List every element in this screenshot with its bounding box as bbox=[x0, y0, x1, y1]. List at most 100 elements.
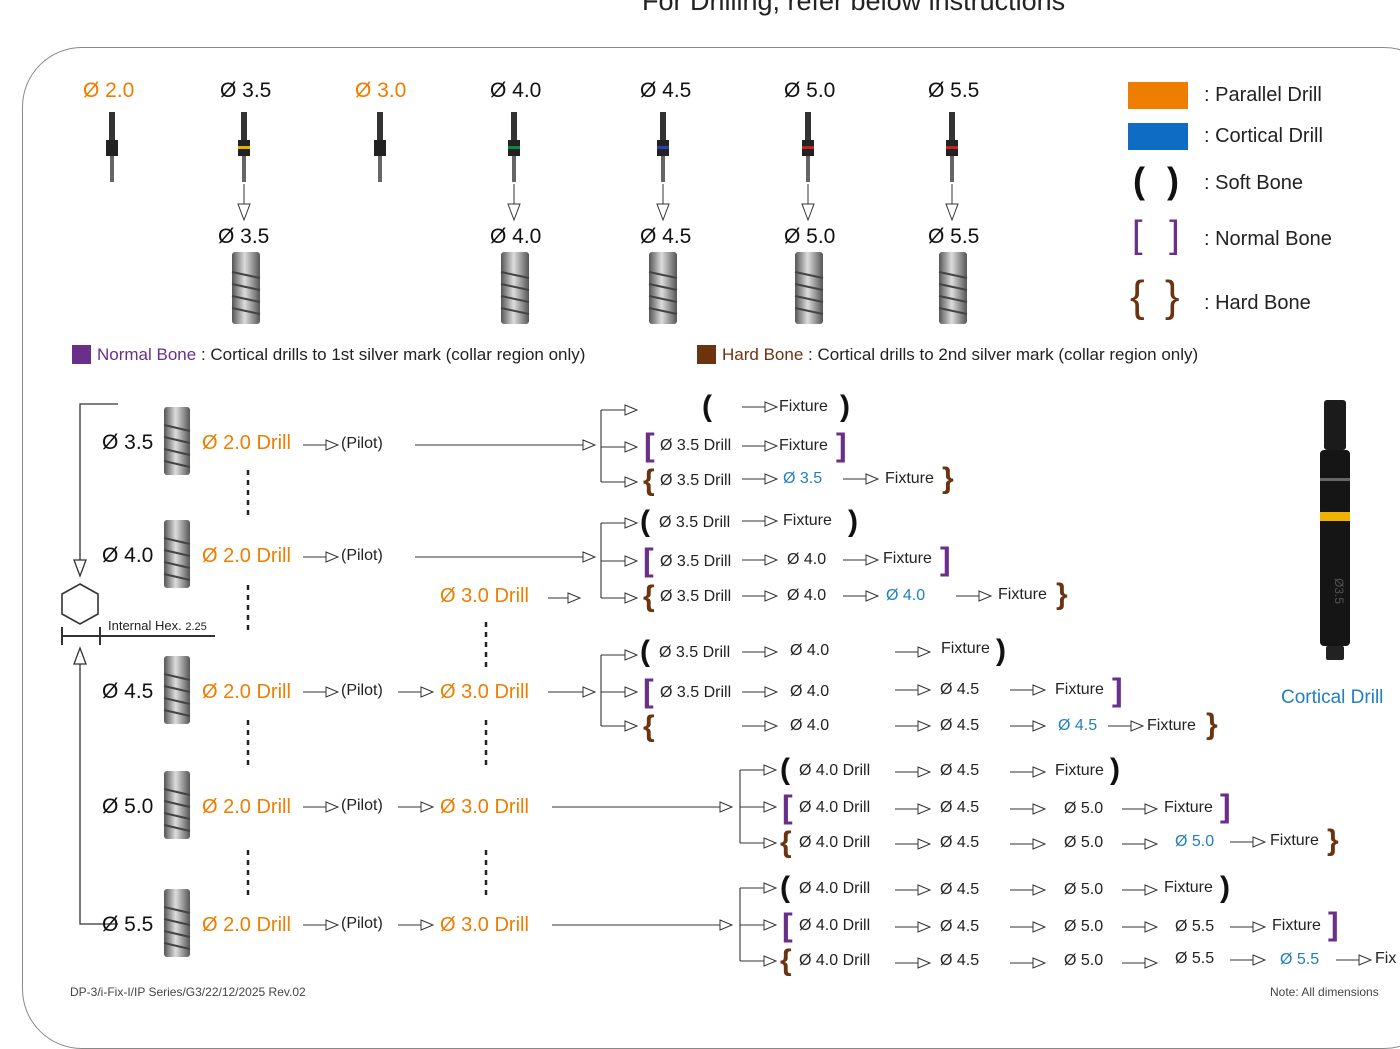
row-pilot-drill: Ø 2.0 Drill bbox=[202, 796, 291, 818]
seq-fixture: Fixture bbox=[779, 398, 828, 415]
normal-close: ] bbox=[836, 427, 847, 463]
top-drill-label: Ø 3.0 bbox=[355, 79, 407, 102]
legend-soft: : Soft Bone bbox=[1204, 172, 1303, 194]
soft-bone-symbol: ( ) bbox=[1133, 160, 1185, 201]
drill-image-4.5 bbox=[657, 112, 669, 182]
seq-drill: Ø 3.5 Drill bbox=[660, 588, 732, 605]
seq-drill: Ø 3.5 Drill bbox=[660, 553, 732, 570]
seq-d45: Ø 4.5 bbox=[940, 952, 980, 969]
soft-open: ( bbox=[640, 635, 650, 668]
drill-marking: Ø3.5 bbox=[1332, 578, 1346, 604]
top-fixture-label: Ø 5.5 bbox=[928, 225, 980, 248]
seq-cortical: Ø 5.5 bbox=[1280, 951, 1320, 968]
drill-image-5.0 bbox=[802, 112, 814, 182]
seq-fixture: Fixture bbox=[1164, 799, 1213, 816]
seq-d45: Ø 4.5 bbox=[940, 681, 980, 698]
normal-bone-symbol: [ ] bbox=[1132, 214, 1188, 256]
seq-fixture: Fixture bbox=[1055, 681, 1104, 698]
row-pilot-drill: Ø 2.0 Drill bbox=[202, 681, 291, 703]
top-fixture-label: Ø 4.5 bbox=[640, 225, 692, 248]
top-drill-label: Ø 4.5 bbox=[640, 79, 692, 102]
page-title: For Drilling, refer below instructions bbox=[642, 0, 1066, 16]
seq-fixture: Fixture bbox=[783, 512, 832, 529]
seq-d45: Ø 4.5 bbox=[940, 881, 980, 898]
parallel-drill-swatch bbox=[1128, 82, 1188, 109]
seq-cortical: Ø 3.5 bbox=[783, 470, 823, 487]
internal-hex-label: Internal Hex. 2.25 bbox=[108, 618, 207, 633]
row-3.0-drill: Ø 3.0 Drill bbox=[440, 681, 529, 703]
seq-d50: Ø 5.0 bbox=[1064, 881, 1104, 898]
cortical-drill-swatch bbox=[1128, 123, 1188, 150]
legend-parallel: : Parallel Drill bbox=[1204, 84, 1322, 106]
top-drill-label: Ø 5.5 bbox=[928, 79, 980, 102]
hard-open: { bbox=[643, 710, 655, 743]
seq-d45: Ø 4.5 bbox=[940, 834, 980, 851]
seq-d40: Ø 4.0 bbox=[790, 642, 830, 659]
row-pilot: (Pilot) bbox=[341, 547, 383, 564]
top-drill-label: Ø 5.0 bbox=[784, 79, 836, 102]
seq-fixture: Fixture bbox=[998, 586, 1047, 603]
hard-bone-square bbox=[697, 345, 716, 364]
normal-bone-square bbox=[72, 345, 91, 364]
hard-close: } bbox=[1327, 824, 1339, 857]
soft-open: ( bbox=[780, 753, 790, 786]
seq-fixture: Fixture bbox=[1147, 717, 1196, 734]
hard-open: { bbox=[643, 580, 655, 613]
seq-d40: Ø 4.0 bbox=[790, 717, 830, 734]
seq-fixture: Fixture bbox=[1270, 832, 1319, 849]
normal-open: [ bbox=[643, 542, 654, 578]
row-pilot: (Pilot) bbox=[341, 682, 383, 699]
seq-drill: Ø 4.0 Drill bbox=[799, 917, 871, 934]
row-pilot: (Pilot) bbox=[341, 915, 383, 932]
row-3.0-drill: Ø 3.0 Drill bbox=[440, 585, 529, 607]
hard-close: } bbox=[1206, 708, 1218, 741]
seq-fixture-cut: Fix bbox=[1375, 950, 1397, 967]
top-drill-label: Ø 4.0 bbox=[490, 79, 542, 102]
seq-drill: Ø 4.0 Drill bbox=[799, 762, 871, 779]
soft-close: ) bbox=[840, 390, 850, 423]
drill-image-2.0 bbox=[106, 112, 118, 182]
seq-fixture: Fixture bbox=[1164, 879, 1213, 896]
hard-close: } bbox=[1056, 578, 1068, 611]
seq-d50: Ø 5.0 bbox=[1064, 918, 1104, 935]
row-diameter: Ø 5.5 bbox=[102, 913, 154, 936]
top-drill-label: Ø 3.5 bbox=[220, 79, 272, 102]
normal-close: ] bbox=[1112, 672, 1123, 708]
row-diameter: Ø 4.5 bbox=[102, 680, 154, 703]
flow-diagram: Ø3.5 bbox=[61, 112, 1400, 992]
normal-open: [ bbox=[643, 673, 654, 709]
seq-fixture: Fixture bbox=[941, 640, 990, 657]
legend-hard: : Hard Bone bbox=[1204, 292, 1311, 314]
row-diameter: Ø 5.0 bbox=[102, 795, 154, 818]
drill-image-5.5 bbox=[946, 112, 958, 182]
hard-close: } bbox=[942, 462, 954, 495]
row-pilot-drill: Ø 2.0 Drill bbox=[202, 914, 291, 936]
soft-close: ) bbox=[1220, 871, 1230, 904]
normal-open: [ bbox=[782, 907, 793, 943]
hard-open: { bbox=[780, 944, 792, 977]
cortical-drill-image: Ø3.5 bbox=[1320, 400, 1350, 660]
hard-open: { bbox=[780, 826, 792, 859]
seq-d55: Ø 5.5 bbox=[1175, 950, 1215, 967]
seq-d45: Ø 4.5 bbox=[940, 717, 980, 734]
top-fixture-label: Ø 5.0 bbox=[784, 225, 836, 248]
row-3.0-drill: Ø 3.0 Drill bbox=[440, 914, 529, 936]
seq-drill: Ø 3.5 Drill bbox=[659, 514, 731, 531]
normal-close: ] bbox=[1220, 788, 1231, 824]
seq-cortical: Ø 4.5 bbox=[1058, 717, 1098, 734]
row-pilot: (Pilot) bbox=[341, 797, 383, 814]
soft-open: ( bbox=[702, 390, 712, 423]
soft-close: ) bbox=[848, 505, 858, 538]
row-diameter: Ø 3.5 bbox=[102, 431, 154, 454]
legend-normal: : Normal Bone bbox=[1204, 228, 1332, 250]
seq-drill: Ø 4.0 Drill bbox=[799, 880, 871, 897]
soft-close: ) bbox=[996, 634, 1006, 667]
row-3.0-drill: Ø 3.0 Drill bbox=[440, 796, 529, 818]
hard-bone-symbol: { } bbox=[1130, 272, 1184, 321]
normal-bone-note: Normal Bone : Cortical drills to 1st sil… bbox=[97, 345, 586, 364]
soft-open: ( bbox=[640, 505, 650, 538]
normal-close: ] bbox=[1328, 906, 1339, 942]
cortical-drill-label: Cortical Drill bbox=[1281, 687, 1384, 708]
soft-open: ( bbox=[780, 871, 790, 904]
seq-d40: Ø 4.0 bbox=[790, 683, 830, 700]
